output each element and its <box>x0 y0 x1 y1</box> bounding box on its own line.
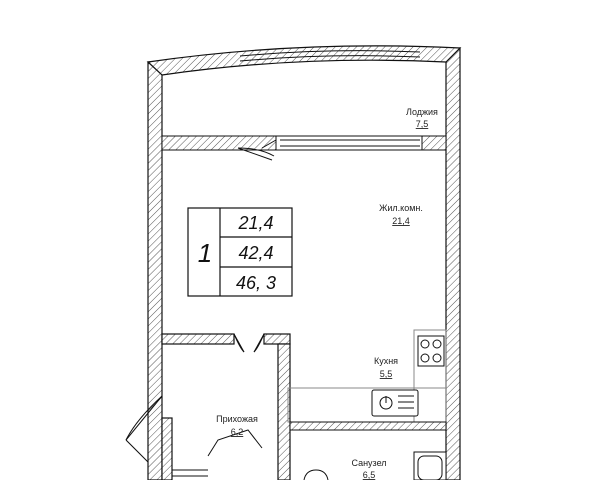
hallway-walls <box>161 333 291 480</box>
hallway-door <box>233 333 265 353</box>
summary-room-count: 1 <box>198 238 212 268</box>
summary-total-area-loggia: 46, 3 <box>236 273 276 293</box>
room-area: 6,5 <box>363 470 376 480</box>
toilet-icon <box>303 469 329 480</box>
bathroom-wall <box>289 421 447 431</box>
summary-living-area: 21,4 <box>237 213 273 233</box>
room-name: Санузел <box>351 458 386 468</box>
room-area: 7,5 <box>416 119 429 129</box>
bathtub-icon <box>413 451 447 480</box>
room-label-hallway: Прихожая 6,2 <box>216 414 258 437</box>
loggia-window <box>239 50 421 62</box>
room-area: 6,2 <box>231 427 244 437</box>
room-label-loggia: Лоджия 7,5 <box>406 107 438 129</box>
entrance-door <box>125 395 163 463</box>
room-label-kitchen: Кухня 5,5 <box>374 356 398 379</box>
hallway-wardrobe <box>172 469 208 477</box>
room-name: Лоджия <box>406 107 438 117</box>
room-name: Прихожая <box>216 414 258 424</box>
room-label-living: Жил.комн. 21,4 <box>379 203 423 226</box>
room-name: Жил.комн. <box>379 203 423 213</box>
loggia-partition <box>161 135 447 151</box>
room-label-bathroom: Санузел 6,5 <box>351 458 386 480</box>
summary-table: 1 21,4 42,4 46, 3 <box>187 207 293 297</box>
bathroom-door <box>207 429 263 457</box>
room-name: Кухня <box>374 356 398 366</box>
summary-total-area: 42,4 <box>238 243 273 263</box>
room-area: 21,4 <box>392 216 410 226</box>
sink-icon <box>371 389 419 417</box>
stove-icon <box>417 335 445 367</box>
room-area: 5,5 <box>380 369 393 379</box>
balcony-door <box>237 139 277 161</box>
